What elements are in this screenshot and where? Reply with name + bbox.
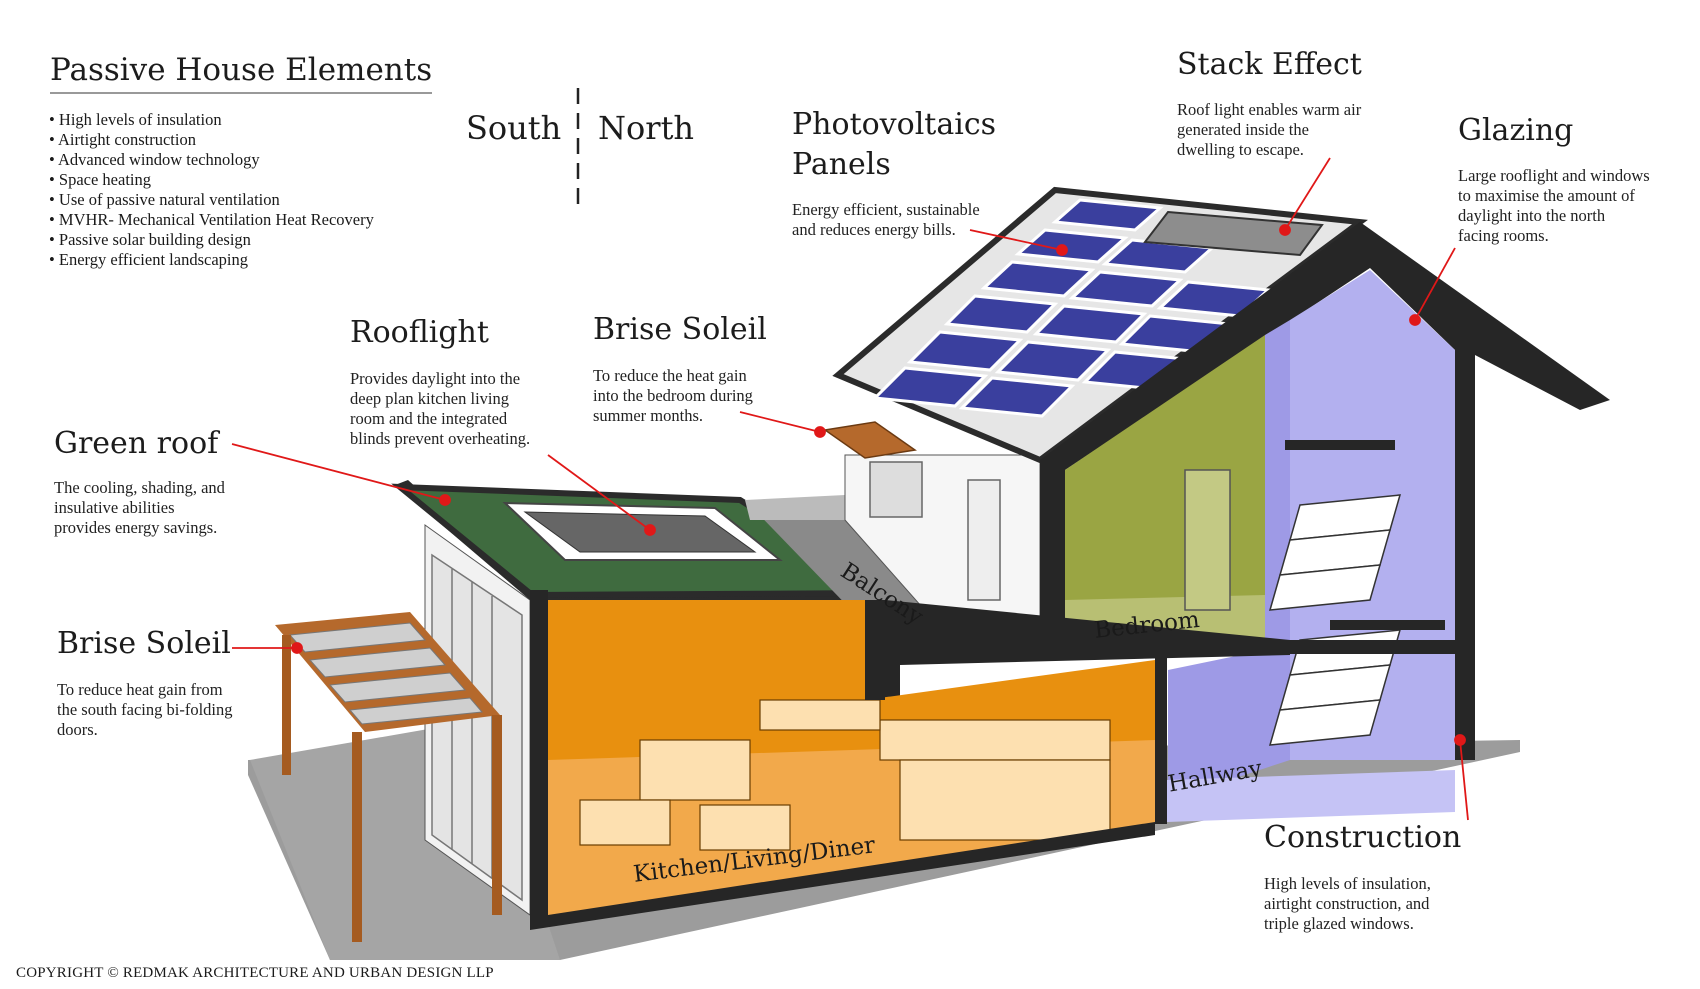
- gable-wall-section: [1040, 222, 1610, 760]
- description-line: dwelling to escape.: [1177, 140, 1304, 159]
- construction-title: Construction: [1264, 820, 1462, 855]
- list-item: Airtight construction: [49, 130, 374, 150]
- bedroom-floor-slab: [1065, 640, 1455, 654]
- pv-panels: [871, 198, 1272, 418]
- green-roof-title: Green roof: [54, 426, 219, 461]
- copyright-notice: COPYRIGHT © REDMAK ARCHITECTURE AND URBA…: [16, 965, 494, 981]
- list-item: Advanced window technology: [49, 150, 374, 170]
- photovoltaics-title-line: Panels: [792, 147, 891, 182]
- glazing-title: Glazing: [1458, 113, 1574, 148]
- description-line: Energy efficient, sustainable: [792, 200, 980, 219]
- hallway-floor: [1167, 770, 1455, 822]
- bedroom-door: [1184, 469, 1231, 611]
- description-line: facing rooms.: [1458, 226, 1549, 245]
- rooflight-glass: [523, 511, 757, 553]
- stack-effect-description: Roof light enables warm air generated in…: [1177, 100, 1361, 160]
- description-line: and reduces energy bills.: [792, 220, 956, 239]
- brise-soleil-bedroom-description: To reduce the heat gain into the bedroom…: [593, 366, 753, 426]
- rooflight-title: Rooflight: [350, 315, 489, 350]
- description-line: Roof light enables warm air: [1177, 100, 1362, 119]
- description-line: summer months.: [593, 406, 703, 425]
- description-line: deep plan kitchen living: [350, 389, 509, 408]
- stair-landing-upper: [1285, 440, 1395, 450]
- description-line: the south facing bi-folding: [57, 700, 233, 719]
- kitchen-north-wall: [865, 600, 885, 700]
- description-line: provides energy savings.: [54, 518, 218, 537]
- upper-window: [869, 461, 923, 518]
- description-line: daylight into the north: [1458, 206, 1606, 225]
- list-item: High levels of insulation: [49, 110, 374, 130]
- photovoltaics-description: Energy efficient, sustainable and reduce…: [792, 200, 980, 240]
- description-line: airtight construction, and: [1264, 894, 1430, 913]
- description-line: generated inside the: [1177, 120, 1309, 139]
- page-title: Passive House Elements: [50, 50, 433, 94]
- balcony-parapet: [745, 495, 845, 520]
- upper-door: [967, 479, 1001, 601]
- bedroom-brise-soleil: [823, 421, 917, 459]
- description-line: into the bedroom during: [593, 386, 753, 405]
- list-item: MVHR- Mechanical Ventilation Heat Recove…: [49, 210, 374, 230]
- elements-list: High levels of insulation Airtight const…: [49, 110, 374, 270]
- south-label: South: [466, 109, 562, 147]
- green-roof-description: The cooling, shading, and insulative abi…: [54, 478, 225, 538]
- north-label: North: [598, 109, 695, 147]
- description-line: The cooling, shading, and: [54, 478, 225, 497]
- list-item: Use of passive natural ventilation: [49, 190, 374, 210]
- rooflight-description: Provides daylight into the deep plan kit…: [350, 369, 530, 449]
- stair-landing-lower: [1330, 620, 1445, 630]
- brise-soleil-bedroom-title: Brise Soleil: [593, 312, 767, 347]
- description-line: insulative abilities: [54, 498, 175, 517]
- description-line: doors.: [57, 720, 98, 739]
- description-line: triple glazed windows.: [1264, 914, 1414, 933]
- photovoltaics-title: Photovoltaics Panels: [792, 105, 996, 185]
- brise-soleil-south-description: To reduce heat gain from the south facin…: [57, 680, 233, 740]
- list-item: Space heating: [49, 170, 374, 190]
- description-line: High levels of insulation,: [1264, 874, 1431, 893]
- roof-light-stack: [1143, 210, 1324, 257]
- description-line: Provides daylight into the: [350, 369, 521, 388]
- stack-effect-title: Stack Effect: [1177, 47, 1362, 82]
- description-line: To reduce the heat gain: [593, 366, 747, 385]
- list-item: Energy efficient landscaping: [49, 250, 374, 270]
- construction-description: High levels of insulation, airtight cons…: [1264, 874, 1431, 934]
- list-item: Passive solar building design: [49, 230, 374, 250]
- description-line: to maximise the amount of: [1458, 186, 1635, 205]
- description-line: blinds prevent overheating.: [350, 429, 531, 448]
- stairs: [1268, 494, 1402, 746]
- glazing-description: Large rooflight and windows to maximise …: [1458, 166, 1650, 246]
- leader-lines: [231, 157, 1469, 821]
- stair-wall: [1168, 320, 1290, 800]
- description-line: Large rooflight and windows: [1458, 166, 1650, 185]
- partition-wall: [1155, 654, 1167, 824]
- brise-soleil-south-title: Brise Soleil: [57, 626, 231, 661]
- description-line: To reduce heat gain from: [57, 680, 223, 699]
- kitchen-furniture: [579, 699, 1111, 851]
- photovoltaics-title-line: Photovoltaics: [792, 107, 997, 142]
- description-line: room and the integrated: [350, 409, 508, 428]
